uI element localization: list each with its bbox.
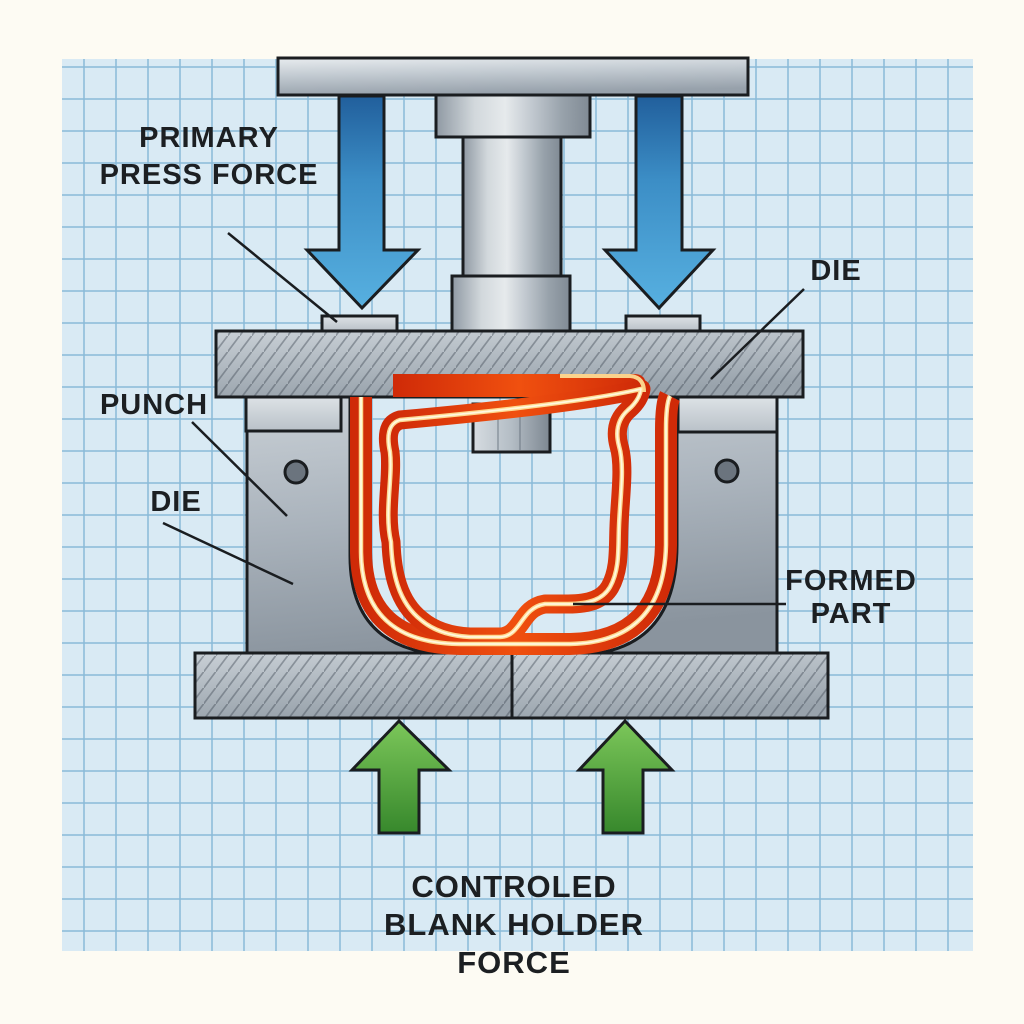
leader-primary-press-force [227, 232, 338, 323]
primary-press-force-line2: PRESS FORCE [99, 159, 319, 191]
press-pad-right [624, 314, 702, 333]
blank-holder-force-line3: FORCE [457, 945, 571, 980]
blank-holder-plate [193, 651, 830, 720]
bolt-hole-icon-right [714, 458, 740, 484]
primary-force-down-arrow-left-icon [303, 94, 422, 311]
die-wall-neck-left [244, 395, 343, 433]
formed-part-line2: PART [810, 598, 892, 630]
holder-force-up-arrow-left-icon [348, 718, 453, 835]
die-top-label: DIE [810, 255, 862, 287]
leader-lines [162, 232, 805, 606]
blank-holder-force-label: CONTROLED BLANK HOLDER FORCE [314, 868, 714, 982]
formed-part-label: FORMED PART [751, 565, 951, 631]
die-left-label: DIE [150, 486, 202, 518]
die-wall-neck-right [676, 395, 779, 434]
press-pad-left [320, 314, 399, 333]
press-crosshead-bar [276, 56, 750, 97]
formed-part-line1: FORMED [785, 565, 917, 597]
punch-label: PUNCH [99, 389, 209, 421]
punch-column-flange [434, 93, 592, 139]
primary-press-force-line1: PRIMARY [139, 122, 279, 154]
leader-die-left [162, 521, 294, 586]
formed-part-sheet [350, 374, 681, 655]
blank-holder-force-line1: CONTROLED [411, 869, 617, 904]
primary-press-force-label: PRIMARY PRESS FORCE [59, 120, 359, 194]
punch-column-collar [450, 274, 572, 333]
punch-column-shaft [461, 135, 563, 278]
blank-holder-force-line2: BLANK HOLDER [384, 907, 644, 942]
leader-die-top [710, 288, 805, 380]
primary-force-down-arrow-right-icon [601, 94, 717, 311]
bolt-hole-icon-left [283, 459, 309, 485]
holder-force-up-arrow-right-icon [575, 718, 676, 835]
leader-punch [191, 421, 288, 517]
die-top-plate [214, 329, 805, 399]
